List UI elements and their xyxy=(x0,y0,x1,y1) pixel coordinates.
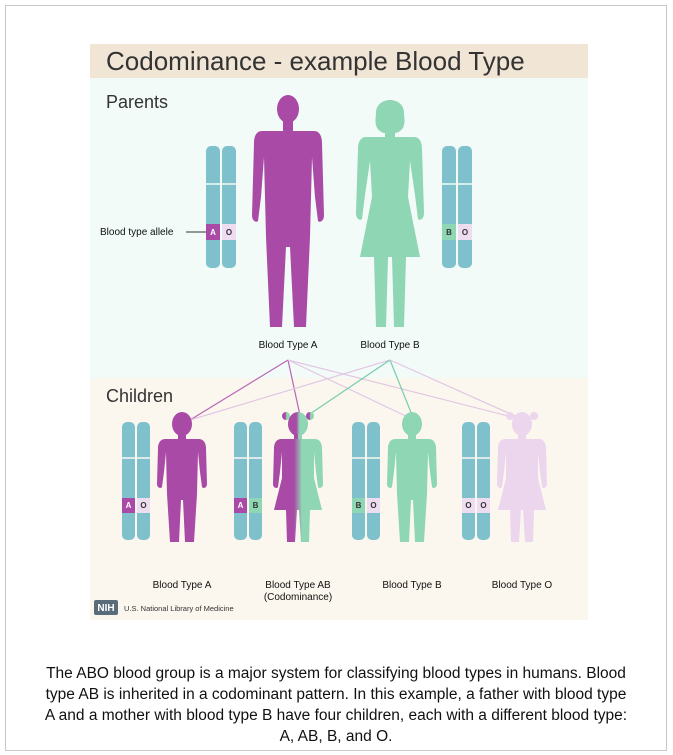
line-mother-child3 xyxy=(389,359,415,421)
child-3-allele-1: B xyxy=(356,501,362,510)
line-father-child4 xyxy=(287,359,525,421)
allele-label: Blood type allele xyxy=(100,227,174,238)
father-allele-1: A xyxy=(210,228,216,237)
mother-type-label: Blood Type B xyxy=(360,340,420,351)
child-1-type-label: Blood Type A xyxy=(153,580,212,591)
line-mother-child2 xyxy=(300,359,391,421)
child-1-allele-1: A xyxy=(126,501,132,510)
father-allele-2: O xyxy=(226,228,232,237)
nih-badge-text: NIH xyxy=(97,603,114,614)
child-3-type-label: Blood Type B xyxy=(382,580,442,591)
child-3-allele-2: O xyxy=(370,501,376,510)
nih-logo: NIH xyxy=(94,600,118,615)
title-bar xyxy=(90,44,588,78)
child-2-type-label: Blood Type AB xyxy=(265,580,331,591)
line-mother-child4 xyxy=(389,359,525,421)
figure-svg: Codominance - example Blood Type Parents… xyxy=(90,44,588,620)
mother-allele-2: O xyxy=(462,228,468,237)
child-2-allele-1: A xyxy=(238,501,244,510)
codominance-figure: Codominance - example Blood Type Parents… xyxy=(90,44,588,620)
line-father-child3 xyxy=(287,359,415,421)
child-2-chromosomes: A B xyxy=(234,422,262,540)
children-label: Children xyxy=(106,386,173,406)
child-2-allele-2: B xyxy=(253,501,259,510)
child-4-allele-2: O xyxy=(480,501,486,510)
child-1-chromosomes: A O xyxy=(122,422,150,540)
mother-chromosomes: B O xyxy=(442,146,472,268)
child-1-allele-2: O xyxy=(140,501,146,510)
line-father-child2 xyxy=(287,359,302,421)
line-mother-child1 xyxy=(189,359,391,421)
parents-panel xyxy=(90,78,588,378)
child-4-type-label: Blood Type O xyxy=(492,580,553,591)
child-2-sub-label: (Codominance) xyxy=(264,592,332,603)
inheritance-lines xyxy=(189,359,525,421)
father-chromosomes: A O xyxy=(206,146,236,268)
mother-allele-1: B xyxy=(446,228,452,237)
line-father-child1 xyxy=(189,359,289,421)
father-type-label: Blood Type A xyxy=(259,340,318,351)
child-4-chromosomes: O O xyxy=(462,422,490,540)
child-3-chromosomes: B O xyxy=(352,422,380,540)
credit-text: U.S. National Library of Medicine xyxy=(124,604,234,613)
parents-label: Parents xyxy=(106,92,168,112)
child-4-allele-1: O xyxy=(465,501,471,510)
figure-title: Codominance - example Blood Type xyxy=(106,46,525,76)
figure-caption: The ABO blood group is a major system fo… xyxy=(44,665,628,745)
